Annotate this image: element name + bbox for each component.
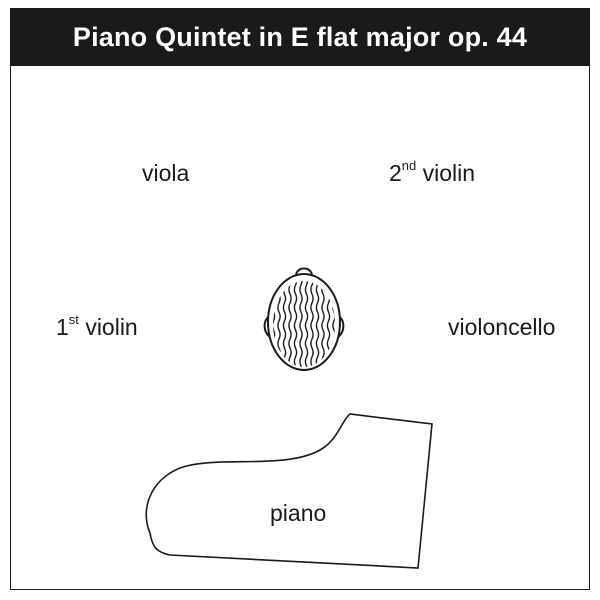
label-first-violin: 1st violin <box>56 313 138 340</box>
viola-text: viola <box>142 160 190 186</box>
diagram-title: Piano Quintet in E flat major op. 44 <box>72 21 528 52</box>
label-viola: viola <box>142 162 189 185</box>
label-piano: piano <box>270 502 326 525</box>
second-violin-word: violin <box>422 160 476 186</box>
first-violin-suffix: st <box>68 312 79 328</box>
hair-wave-line <box>321 281 325 367</box>
title-bar: Piano Quintet in E flat major op. 44 <box>10 8 590 66</box>
listener-head-icon <box>263 267 345 371</box>
nose <box>295 267 313 277</box>
first-violin-number: 1 <box>56 314 69 340</box>
violoncello-text: violoncello <box>448 314 556 340</box>
first-violin-word: violin <box>85 314 138 340</box>
second-violin-number: 2 <box>389 160 402 186</box>
label-violoncello: violoncello <box>448 316 555 339</box>
second-violin-suffix: nd <box>401 158 417 174</box>
hair-wave-line <box>299 281 303 367</box>
piano-text: piano <box>270 500 327 526</box>
hair-wave-line <box>293 281 298 367</box>
hair-wave-line <box>288 281 292 367</box>
hair-wave-line <box>304 281 309 367</box>
label-second-violin: 2nd violin <box>389 159 476 186</box>
hair-wave-line <box>310 281 314 367</box>
hair-wave-line <box>315 281 320 367</box>
piano-outline <box>145 413 433 569</box>
